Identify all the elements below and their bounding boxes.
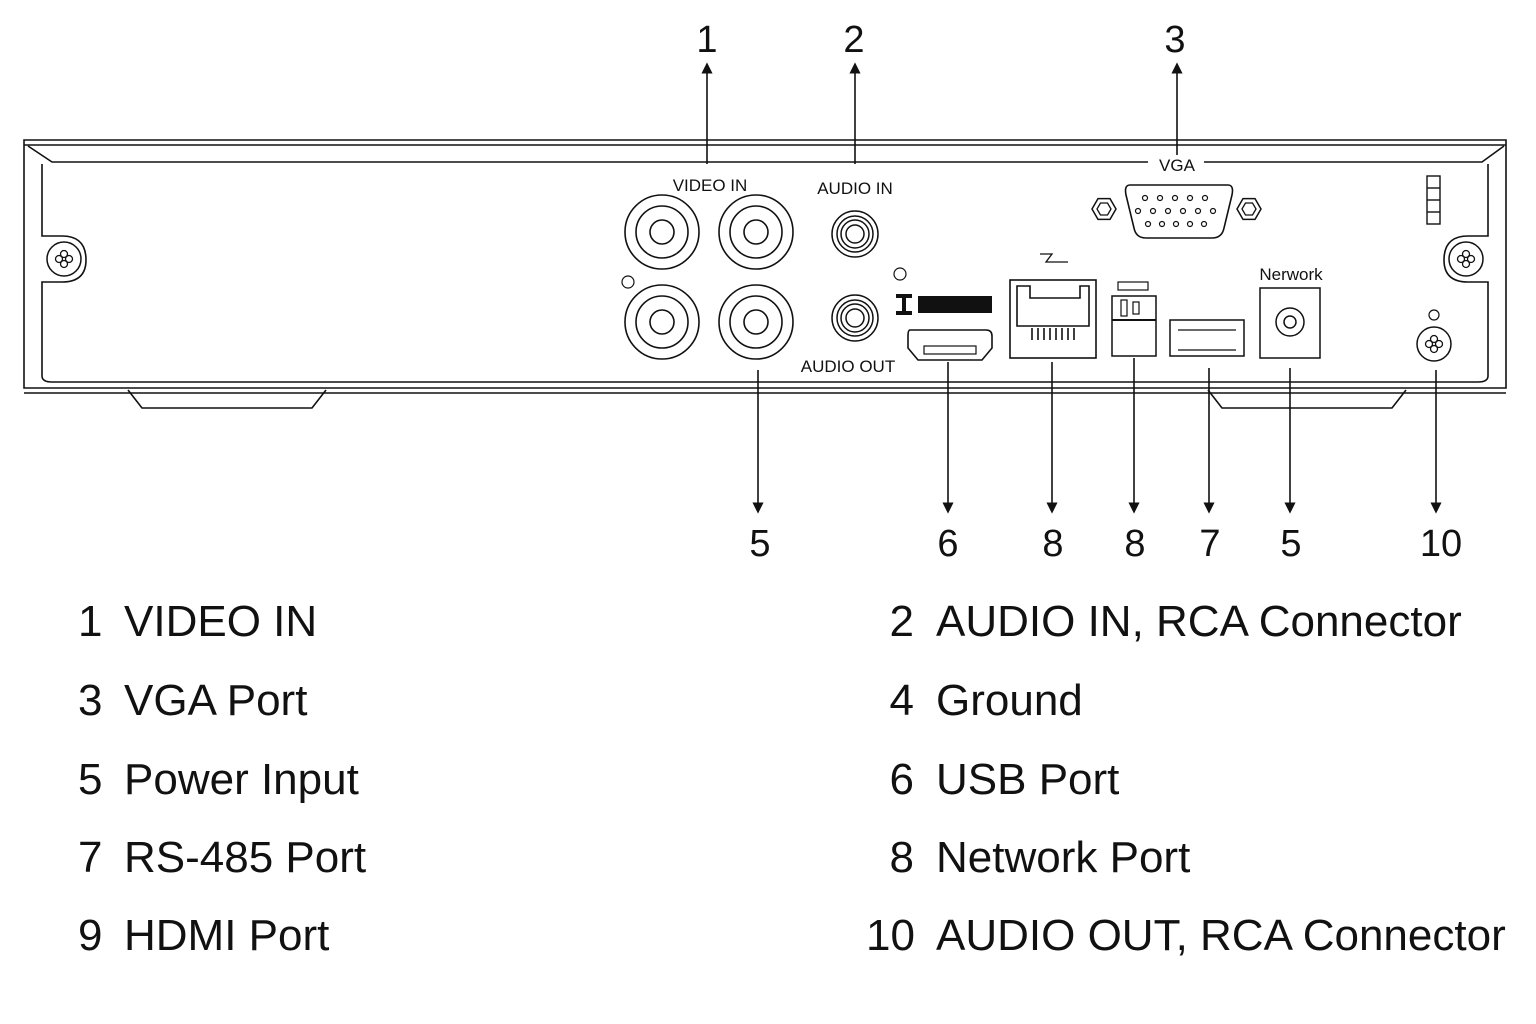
legend-text: AUDIO IN, RCA Connector xyxy=(936,597,1462,646)
vga-label: VGA xyxy=(1159,156,1196,175)
legend-item: 7 RS-485 Port xyxy=(78,836,366,880)
vga-screw-left-icon xyxy=(1091,197,1117,221)
power-jack xyxy=(1259,287,1321,359)
legend-number: 2 xyxy=(889,597,914,646)
bnc-connector-icon xyxy=(624,284,700,360)
m-mark-icon xyxy=(893,267,907,281)
callout-number: 3 xyxy=(1164,19,1185,61)
callout-leaders xyxy=(701,62,1442,514)
legend-number: 6 xyxy=(889,755,914,804)
hdmi-port xyxy=(893,267,993,361)
chassis-screw-right-icon xyxy=(1448,241,1484,277)
callout-number: 10 xyxy=(1420,523,1462,565)
legend-number: 4 xyxy=(889,676,914,725)
legend-text: VIDEO IN xyxy=(124,597,318,646)
chassis-screw-left-icon xyxy=(46,241,82,277)
bnc-connector-icon xyxy=(718,194,794,270)
legend-item: 4 Ground xyxy=(866,679,1083,723)
bnc-connector-icon xyxy=(718,284,794,360)
m-mark-icon xyxy=(621,275,635,289)
legend-item: 9 HDMI Port xyxy=(78,914,329,958)
callout-number: 8 xyxy=(1124,523,1145,565)
audio-out-label: AUDIO OUT xyxy=(801,357,895,376)
callout-number: 7 xyxy=(1199,523,1220,565)
legend-item: 1 VIDEO IN xyxy=(78,600,317,644)
bnc-connector-icon xyxy=(624,194,700,270)
network-label: Nerwork xyxy=(1259,265,1323,284)
network-port xyxy=(1009,253,1097,359)
legend-number: 7 xyxy=(78,833,103,882)
legend-item: 8 Network Port xyxy=(866,833,1191,882)
vent-slots-icon xyxy=(1426,175,1441,225)
callout-number: 5 xyxy=(1280,523,1301,565)
m-mark-icon xyxy=(1428,309,1440,321)
legend-number: 9 xyxy=(78,911,103,960)
legend-text: HDMI Port xyxy=(124,911,330,960)
callout-number: 6 xyxy=(937,523,958,565)
legend-item: 5 Power Input xyxy=(78,758,359,802)
legend-item: 10 AUDIO OUT, RCA Connector xyxy=(866,914,1506,958)
legend-number: 8 xyxy=(889,833,914,882)
legend-item: 3 VGA Port xyxy=(78,679,307,723)
usb-vertical-port xyxy=(1111,281,1157,357)
hdmi-logo-icon xyxy=(918,296,992,313)
video-in-connectors xyxy=(621,194,794,360)
audio-out-rca-icon xyxy=(831,294,879,342)
legend-number: 10 xyxy=(866,911,915,960)
ground-screw-icon xyxy=(1416,326,1452,362)
legend-text: Ground xyxy=(936,676,1083,725)
legend-text: AUDIO OUT, RCA Connector xyxy=(936,911,1506,960)
audio-in-rca-icon xyxy=(831,210,879,258)
legend-number: 3 xyxy=(78,676,103,725)
rear-panel-diagram: VIDEO IN AUDIO IN AUDIO OUT VGA xyxy=(23,19,1507,565)
audio-in-label: AUDIO IN xyxy=(817,179,893,198)
legend-text: Power Input xyxy=(124,755,359,804)
legend-text: VGA Port xyxy=(124,676,308,725)
usb-horizontal-port xyxy=(1169,319,1245,357)
callout-number: 5 xyxy=(749,523,770,565)
legend-item: 2 AUDIO IN, RCA Connector xyxy=(866,600,1462,644)
callout-number: 2 xyxy=(843,19,864,61)
legend-item: 6 USB Port xyxy=(866,755,1120,804)
legend-text: Network Port xyxy=(936,833,1191,882)
legend-text: RS-485 Port xyxy=(124,833,367,882)
vga-screw-right-icon xyxy=(1236,197,1262,221)
legend-number: 5 xyxy=(78,755,103,804)
legend-number: 1 xyxy=(78,597,103,646)
vga-port xyxy=(1091,184,1262,239)
legend-text: USB Port xyxy=(936,755,1120,804)
callout-number: 8 xyxy=(1042,523,1063,565)
chassis xyxy=(23,139,1507,409)
callout-number: 1 xyxy=(696,19,717,61)
video-in-label: VIDEO IN xyxy=(673,176,748,195)
